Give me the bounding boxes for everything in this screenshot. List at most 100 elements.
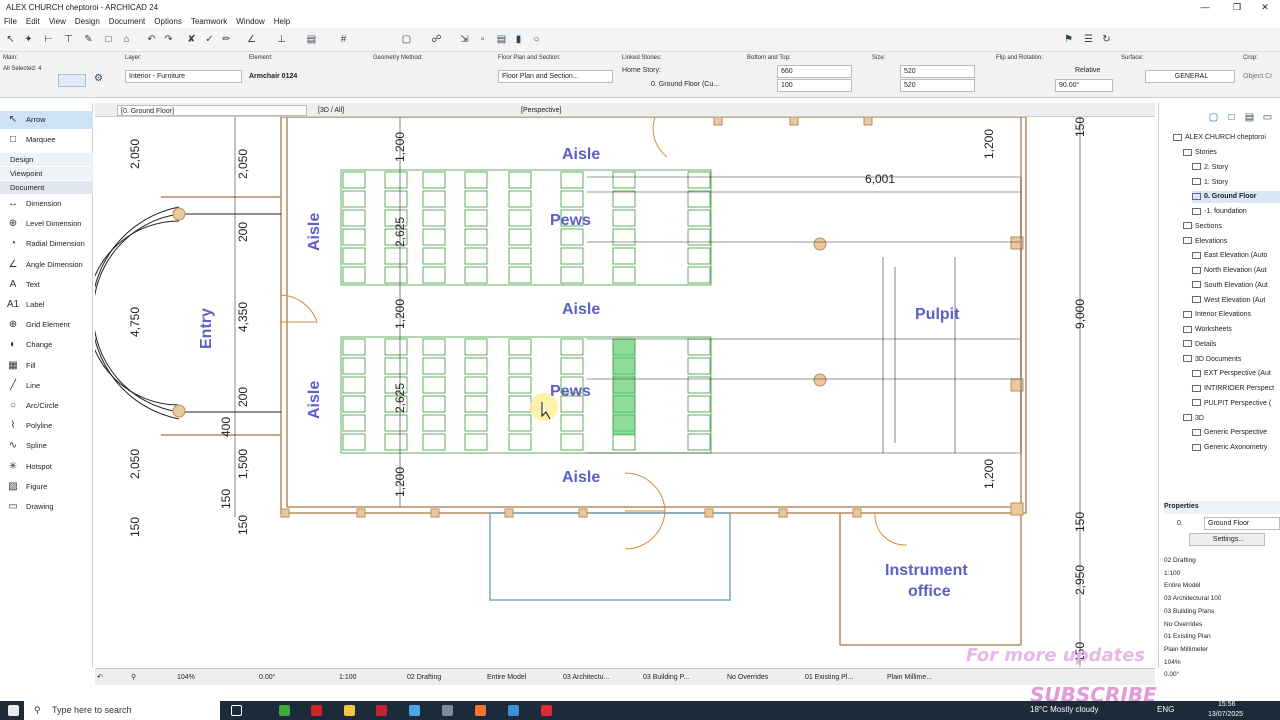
pew-seat[interactable]: [384, 228, 408, 246]
pew-seat[interactable]: [612, 209, 636, 227]
publisher-icon[interactable]: ▭: [1262, 112, 1273, 123]
brave-icon[interactable]: [475, 705, 486, 716]
navigator-item[interactable]: -1. foundation: [1192, 206, 1247, 218]
pew-seat[interactable]: [384, 395, 408, 413]
pew-seat[interactable]: [687, 414, 711, 432]
menu-design[interactable]: Design: [74, 17, 100, 26]
eyedropper-icon[interactable]: ✘: [187, 34, 196, 45]
pew-seat[interactable]: [612, 266, 636, 284]
selected-pews[interactable]: [612, 338, 636, 436]
property-row[interactable]: Entire Model: [1164, 582, 1201, 590]
grid-icon[interactable]: #: [340, 34, 347, 45]
trim-icon[interactable]: ⊢: [44, 34, 53, 45]
tool-marquee[interactable]: □Marquee: [0, 131, 93, 149]
tool-grid-element[interactable]: ⊕Grid Element: [0, 316, 93, 334]
pew-seat[interactable]: [422, 190, 446, 208]
width-input[interactable]: 520: [900, 65, 975, 78]
pew-seat[interactable]: [560, 357, 584, 375]
navigator-item[interactable]: Sections: [1183, 221, 1222, 233]
relative-toggle[interactable]: Relative: [1075, 67, 1101, 74]
pew-seat[interactable]: [422, 338, 446, 356]
pencil-icon[interactable]: ✎: [84, 34, 93, 45]
taskbar-search[interactable]: ⚲ Type here to search: [24, 701, 220, 720]
menu-teamwork[interactable]: Teamwork: [190, 17, 228, 26]
lock-icon[interactable]: ☍: [431, 34, 442, 45]
pew-seat[interactable]: [687, 433, 711, 451]
minimize-button[interactable]: —: [1200, 2, 1210, 12]
dimension-standard[interactable]: Plain Millime...: [887, 674, 933, 681]
task-view-icon[interactable]: [231, 705, 242, 716]
menu-edit[interactable]: Edit: [25, 17, 40, 26]
pew-seat[interactable]: [687, 247, 711, 265]
pew-seat[interactable]: [508, 171, 532, 189]
pew-seat[interactable]: [560, 338, 584, 356]
pew-seat[interactable]: [342, 209, 366, 227]
pew-seat[interactable]: [342, 171, 366, 189]
pew-seat[interactable]: [687, 171, 711, 189]
pew-seat[interactable]: [422, 266, 446, 284]
pew-seat[interactable]: [687, 228, 711, 246]
navigator-item[interactable]: 1. Story: [1192, 177, 1228, 189]
app-green-icon[interactable]: [279, 705, 290, 716]
pew-seat[interactable]: [342, 395, 366, 413]
language[interactable]: ENG: [1157, 705, 1175, 714]
graphic-override[interactable]: No Overrides: [727, 674, 769, 681]
depth-input[interactable]: 520: [900, 79, 975, 92]
pew-seat[interactable]: [560, 376, 584, 394]
tab-perspective[interactable]: [Perspective]: [521, 107, 562, 114]
pew-seat[interactable]: [342, 357, 366, 375]
pew-seat[interactable]: [464, 338, 488, 356]
navigator-item[interactable]: Generic Perspective: [1192, 427, 1267, 439]
project-root[interactable]: ALEX CHURCH cheptoroi: [1173, 132, 1266, 144]
zoom-value[interactable]: 104%: [177, 674, 195, 681]
navigator-item[interactable]: East Elevation (Auto: [1192, 250, 1267, 262]
menu-view[interactable]: View: [48, 17, 66, 26]
tool-fill[interactable]: ▦Fill: [0, 357, 93, 375]
crop-value[interactable]: Object Cr: [1243, 73, 1273, 80]
navigator-item[interactable]: South Elevation (Aut: [1192, 280, 1268, 292]
element-value[interactable]: Armchair 0124: [249, 73, 298, 80]
tool-drawing[interactable]: ▭Drawing: [0, 498, 93, 516]
pew-seat[interactable]: [687, 209, 711, 227]
pew-seat[interactable]: [384, 376, 408, 394]
project-map-icon[interactable]: ▢: [1208, 112, 1219, 123]
pew-seat[interactable]: [560, 228, 584, 246]
clock-date[interactable]: 13/07/2025: [1208, 711, 1244, 718]
zoom-icon[interactable]: ⚲: [131, 674, 137, 681]
tool-spline[interactable]: ∿Spline: [0, 437, 93, 455]
pew-seat[interactable]: [342, 338, 366, 356]
pew-seat[interactable]: [464, 376, 488, 394]
teamwork-icon[interactable]: ☰: [1084, 34, 1093, 45]
layers-icon[interactable]: ▤: [306, 34, 317, 45]
navigator-item[interactable]: Worksheets: [1183, 324, 1232, 336]
menu-help[interactable]: Help: [273, 17, 291, 26]
pew-seat[interactable]: [560, 171, 584, 189]
pew-seat[interactable]: [422, 414, 446, 432]
fit-window-icon[interactable]: ⇲: [460, 34, 469, 45]
navigator-item[interactable]: 2. Story: [1192, 162, 1228, 174]
home-icon[interactable]: ⌂: [123, 34, 130, 45]
pew-seat[interactable]: [508, 433, 532, 451]
transform-icon[interactable]: ⚙: [94, 73, 103, 84]
pew-seat[interactable]: [342, 228, 366, 246]
tab-3d-all[interactable]: [3D / All]: [318, 107, 345, 114]
pew-seat[interactable]: [342, 376, 366, 394]
weather[interactable]: 18°C Mostly cloudy: [1030, 705, 1099, 714]
bottom-height-input[interactable]: 660: [777, 65, 852, 78]
tool-polyline[interactable]: ⌇Polyline: [0, 417, 93, 435]
maximize-button[interactable]: ❐: [1232, 2, 1242, 12]
pew-seat[interactable]: [560, 414, 584, 432]
pew-seat[interactable]: [508, 357, 532, 375]
property-row[interactable]: 104%: [1164, 658, 1181, 666]
pew-seat[interactable]: [687, 338, 711, 356]
3d-view-icon[interactable]: ○: [533, 34, 540, 45]
tool-dimension[interactable]: ↔Dimension: [0, 195, 93, 213]
pew-seat[interactable]: [422, 395, 446, 413]
property-row[interactable]: Plain Millimeter: [1164, 645, 1209, 653]
pew-seat[interactable]: [508, 414, 532, 432]
pew-seat[interactable]: [508, 247, 532, 265]
tool-hotspot[interactable]: ✳Hotspot: [0, 458, 93, 476]
navigator-item[interactable]: Details: [1183, 339, 1216, 351]
pew-seat[interactable]: [464, 190, 488, 208]
pew-seat[interactable]: [384, 266, 408, 284]
